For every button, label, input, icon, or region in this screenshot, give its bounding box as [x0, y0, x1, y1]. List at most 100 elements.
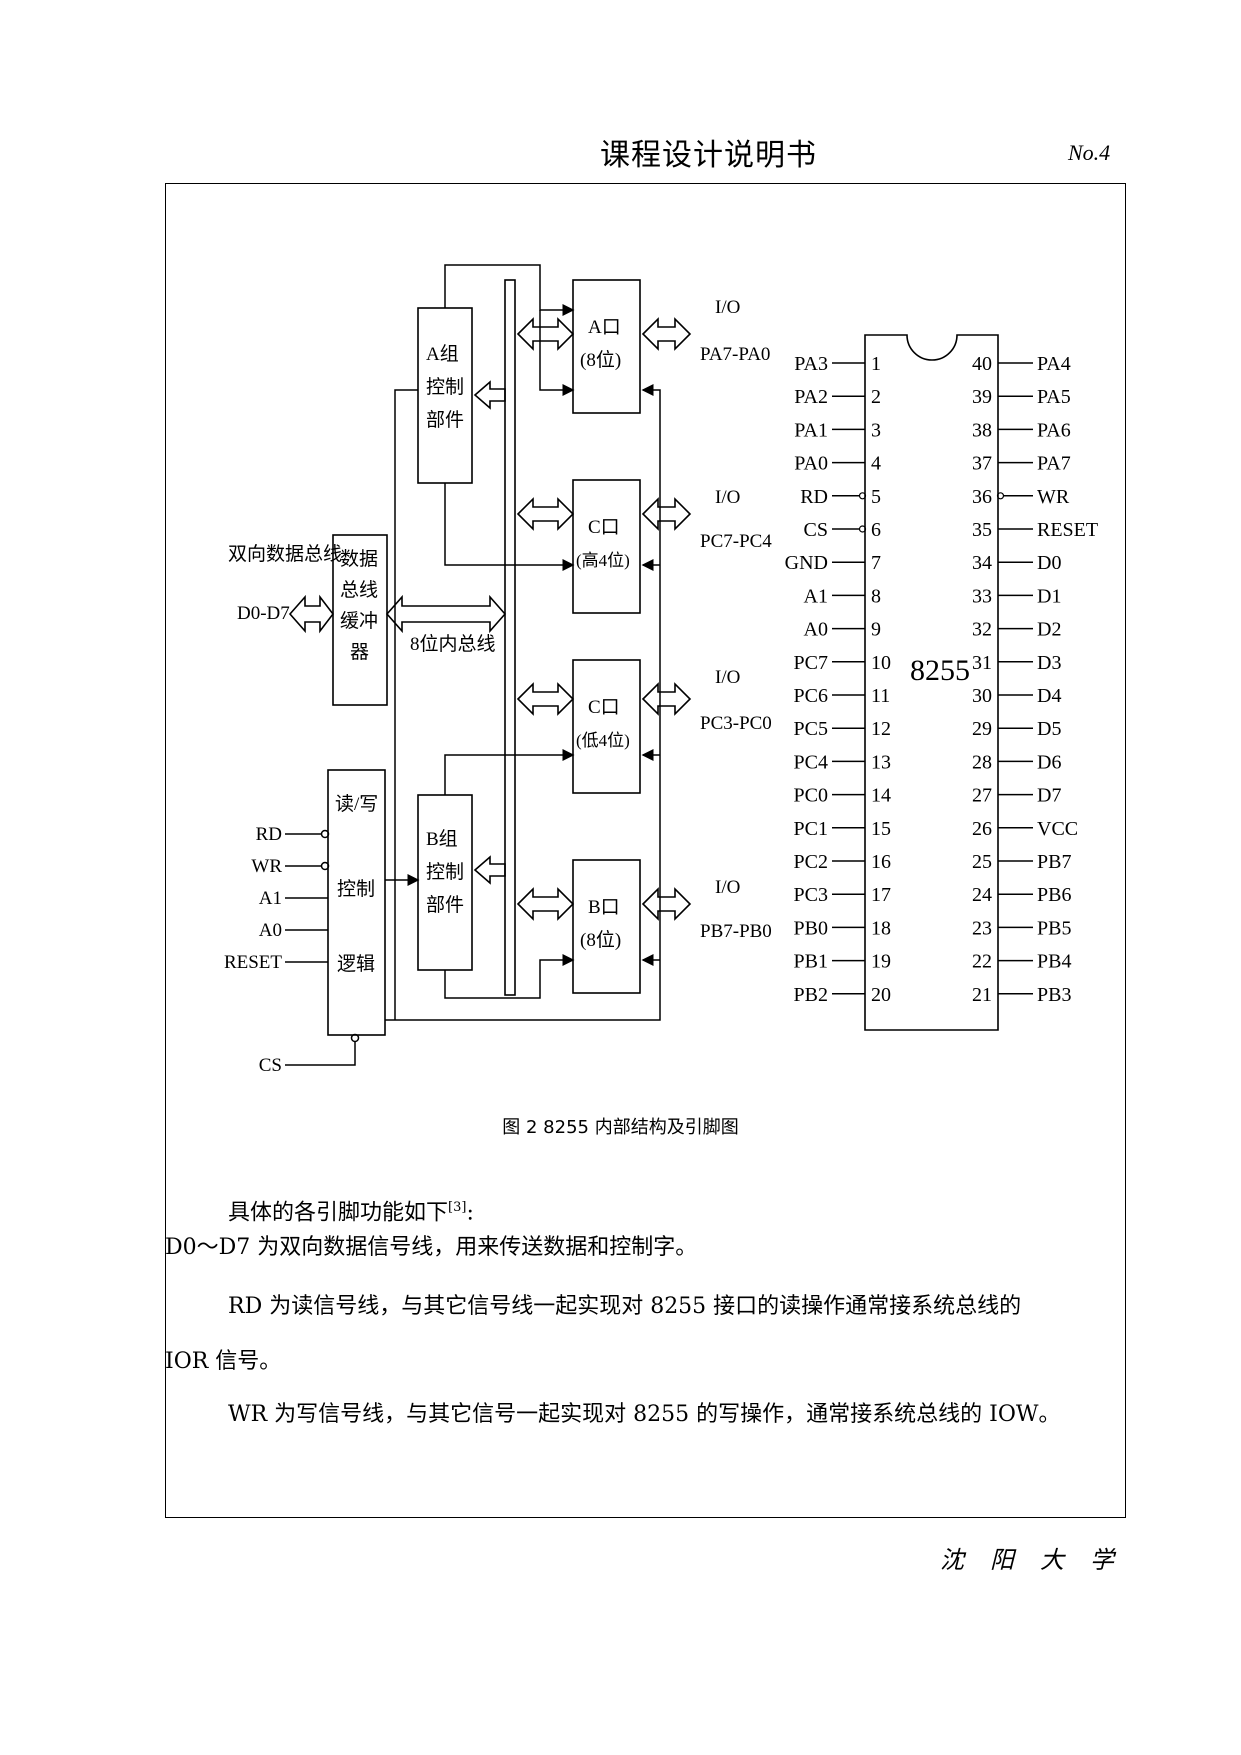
left-pin-number-3: 3: [871, 419, 881, 441]
port-cl-label-1: C口: [588, 697, 620, 718]
left-pin-number-17: 17: [871, 884, 891, 906]
right-pin-name-39: PA5: [1037, 386, 1071, 408]
right-pin-name-33: D1: [1037, 585, 1061, 607]
left-pin-name-9: A0: [804, 619, 828, 641]
right-pin-number-36: 36: [972, 486, 992, 508]
ctrl-input-reset: RESET: [224, 952, 282, 973]
right-pin-number-22: 22: [972, 951, 992, 973]
right-pin-name-29: D5: [1037, 718, 1061, 740]
left-pin-number-5: 5: [871, 486, 881, 508]
ctrl-input-a0: A0: [259, 920, 282, 941]
figure-caption: 图 2 8255 内部结构及引脚图: [502, 1117, 739, 1138]
port-b-label-1: B口: [588, 897, 620, 918]
io-label-b: I/O: [715, 877, 740, 898]
right-pin-number-23: 23: [972, 917, 992, 939]
left-pin-name-10: PC7: [794, 652, 828, 674]
right-pin-number-33: 33: [972, 585, 992, 607]
rw-label-3: 逻辑: [337, 953, 375, 975]
io-label-ch: I/O: [715, 487, 740, 508]
right-pin-name-31: D3: [1037, 652, 1061, 674]
right-pin-number-24: 24: [972, 884, 992, 906]
paragraph-1-text: 具体的各引脚功能如下: [228, 1200, 449, 1226]
internal-bus-bar: [504, 279, 516, 996]
right-pin-name-28: D6: [1037, 751, 1061, 773]
right-pin-number-30: 30: [972, 685, 992, 707]
left-pin-name-3: PA1: [794, 419, 828, 441]
buffer-label-1: 数据: [340, 548, 378, 570]
buffer-block: [332, 534, 388, 706]
left-pin-number-15: 15: [871, 818, 891, 840]
right-pin-number-40: 40: [972, 353, 992, 375]
paragraph-2: D0～D7 为双向数据信号线，用来传送数据和控制字。: [165, 1235, 698, 1260]
inversion-bubble-6: [858, 525, 867, 533]
internal-bus-label: 8位内总线: [410, 633, 496, 655]
right-pin-name-38: PA6: [1037, 419, 1071, 441]
citation-ref: [3]: [448, 1200, 467, 1215]
right-pin-number-26: 26: [972, 818, 992, 840]
group-b-label-1: B组: [426, 828, 458, 850]
group-b-label-3: 部件: [426, 894, 464, 916]
ctrl-input-wr: WR: [251, 856, 282, 877]
port-c-low-block: [572, 659, 641, 794]
buffer-label-4: 器: [350, 642, 369, 663]
paragraph-3-line-1: RD 为读信号线，与其它信号线一起实现对 8255 接口的读操作通常接系统总线的: [228, 1294, 1022, 1319]
io-label-a: I/O: [715, 297, 740, 318]
left-pin-number-9: 9: [871, 619, 881, 641]
right-pin-name-22: PB4: [1037, 951, 1071, 973]
right-pin-number-21: 21: [972, 984, 992, 1006]
port-ch-label-2: (高4位): [576, 551, 630, 570]
io-label-cl: I/O: [715, 667, 740, 688]
port-b-label-2: (8位): [580, 929, 621, 951]
paragraph-1-end: :: [466, 1200, 474, 1226]
left-pin-number-14: 14: [871, 785, 891, 807]
io-pins-a: PA7-PA0: [700, 344, 770, 365]
left-pin-number-12: 12: [871, 718, 891, 740]
left-pin-number-13: 13: [871, 751, 891, 773]
right-pin-number-28: 28: [972, 751, 992, 773]
page-number: No.4: [1068, 140, 1111, 165]
right-pin-name-24: PB6: [1037, 884, 1071, 906]
left-pin-number-20: 20: [871, 984, 891, 1006]
ctrl-input-a1: A1: [259, 888, 282, 909]
right-pin-name-32: D2: [1037, 619, 1061, 641]
right-pin-number-29: 29: [972, 718, 992, 740]
left-pin-name-5: RD: [800, 486, 828, 508]
group-a-label-3: 部件: [426, 409, 464, 431]
left-pin-name-16: PC2: [794, 851, 828, 873]
left-pin-name-8: A1: [804, 585, 828, 607]
right-pin-number-34: 34: [972, 552, 992, 574]
university-name: 沈阳大学: [940, 1546, 1140, 1574]
buffer-label-3: 缓冲: [340, 610, 378, 632]
io-pins-ch: PC7-PC4: [700, 531, 772, 552]
right-pin-name-26: VCC: [1037, 818, 1078, 840]
ctrl-input-rd: RD: [256, 824, 282, 845]
left-pin-name-14: PC0: [794, 785, 828, 807]
group-a-label-1: A组: [426, 343, 459, 365]
right-pin-name-27: D7: [1037, 785, 1061, 807]
paragraph-4: WR 为写信号线，与其它信号一起实现对 8255 的写操作，通常接系统总线的 I…: [228, 1402, 1061, 1427]
chip-name: 8255: [910, 654, 970, 687]
left-pin-name-13: PC4: [794, 751, 828, 773]
group-b-label-2: 控制: [426, 861, 464, 883]
internal-labels: 双向数据总线 D0-D7 数据 总线 缓冲 器 8位内总线 A组 控制 部件 B…: [224, 297, 772, 1076]
right-pin-number-32: 32: [972, 619, 992, 641]
paragraph-3-line-2: IOR 信号。: [165, 1349, 282, 1374]
left-pin-number-1: 1: [871, 353, 881, 375]
buffer-label-2: 总线: [340, 579, 378, 601]
right-pin-name-34: D0: [1037, 552, 1061, 574]
left-pin-number-10: 10: [871, 652, 891, 674]
left-pin-number-2: 2: [871, 386, 881, 408]
right-pin-number-37: 37: [972, 453, 992, 475]
right-pin-name-21: PB3: [1037, 984, 1071, 1006]
left-pin-number-8: 8: [871, 585, 881, 607]
control-wires: [285, 264, 661, 1066]
right-pin-name-40: PA4: [1037, 353, 1071, 375]
port-cl-label-2: (低4位): [576, 731, 630, 750]
port-a-block: [572, 279, 641, 414]
port-a-label-1: A口: [588, 317, 621, 338]
left-pin-number-19: 19: [871, 951, 891, 973]
left-pin-name-1: PA3: [794, 353, 828, 375]
right-pin-number-35: 35: [972, 519, 992, 541]
